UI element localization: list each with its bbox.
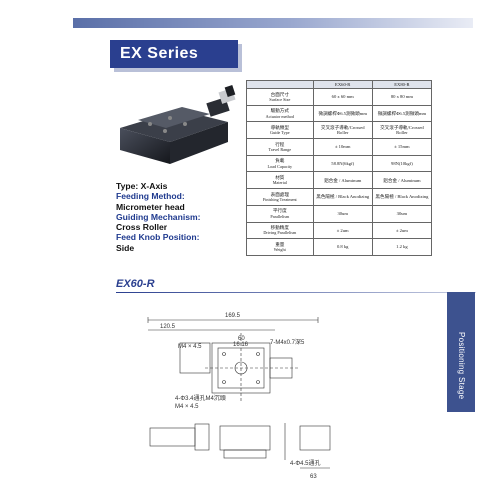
product-summary: Type: X-Axis Feeding Method: Micrometer …	[116, 181, 246, 253]
product-photo	[120, 85, 236, 164]
spec-label-zh: 導軌類型	[270, 125, 289, 131]
spec-value-col1: 鋁合金 / Aluminum	[312, 171, 373, 190]
dim-bottom-b: M4 × 4.5	[175, 404, 199, 410]
spec-label-zh: 負載	[275, 158, 285, 164]
spec-label-en: Driving Parallelism	[263, 230, 297, 236]
guiding-value: Cross Roller	[116, 222, 168, 233]
spec-value-col1: ± 10mm	[312, 138, 373, 156]
dim-left: 120.5	[160, 324, 176, 330]
spec-value-col1: 58.8N(6kgf)	[312, 154, 373, 173]
model-title: EX60-R	[116, 278, 155, 290]
spec-value-col2: ± 2um	[371, 221, 433, 240]
spec-label-en: Guide Type	[270, 130, 290, 136]
spec-label-zh: 表面處理	[270, 191, 289, 197]
section-divider	[116, 292, 476, 293]
spec-value-col2: 黑色陽極 / Black Anodizing	[371, 188, 433, 206]
spec-label-en: Load Capacity	[267, 163, 293, 169]
side-tab	[447, 292, 475, 412]
spec-label-zh: 行程	[275, 141, 285, 147]
spec-value-col2: 交叉滾子導軌/Crossed Roller	[371, 121, 433, 140]
dim-holes-a: M4 × 4.5	[178, 344, 202, 350]
spec-label-zh: 驅動方式	[270, 108, 289, 114]
spec-label-en: Weight	[273, 247, 286, 253]
knob-value: Side	[116, 242, 135, 253]
knob-label: Feed Knob Position:	[116, 232, 200, 243]
spec-value-col2: 鋁合金 / Aluminum	[371, 171, 433, 190]
spec-label-zh: 材質	[275, 175, 285, 181]
spec-value-col1: 黑色陽極 / Black Anodizing	[312, 188, 373, 206]
dim-base-b: 63	[310, 474, 317, 480]
technical-drawing: 169.5 120.5 60 16 16 M4 × 4.5 7-M4x0.7深5…	[147, 313, 331, 480]
spec-header-blank	[246, 80, 314, 89]
top-decorative-bar	[73, 18, 473, 28]
spec-label-en: Parallelism	[270, 213, 290, 219]
type-line: Type: X-Axis	[116, 181, 168, 191]
spec-value-col1: 0.8 kg	[312, 238, 373, 256]
dim-bottom-a: 4-Φ3.4通孔M4沉頭	[175, 394, 226, 402]
side-tab-label: Positioning Stage	[457, 332, 466, 400]
dim-holes-b: 7-M4x0.7深5	[270, 338, 305, 346]
series-title: EX Series	[110, 40, 238, 68]
guiding-label: Guiding Mechanism:	[116, 211, 201, 222]
spec-value-col1: 微調螺桿Φ6.5測微頭mm	[312, 104, 373, 123]
spec-value-col1: 60 x 60 mm	[312, 88, 373, 106]
feeding-label: Feeding Method:	[116, 191, 185, 202]
spec-header-col1: EX60-R	[312, 80, 373, 89]
spec-label-en: Surface Size	[269, 96, 291, 102]
spec-label-zh: 移動精度	[270, 225, 289, 231]
spec-value-col2: ± 15mm	[371, 138, 433, 156]
spec-label-en: Finishing Treatment	[262, 196, 297, 202]
spec-label-en: Actuator method	[265, 113, 294, 119]
dim-base-a: 4-Φ4.5通孔	[290, 459, 320, 467]
spec-value-col2: 1.2 kg	[371, 238, 433, 256]
spec-value-col2: 30um	[371, 204, 433, 223]
feeding-value: Micrometer head	[116, 201, 185, 212]
dim-top: 60	[238, 336, 245, 342]
spec-label-zh: 台面尺寸	[270, 91, 289, 97]
spec-label-en: Travel Range	[268, 146, 292, 152]
dim-overall: 169.5	[225, 313, 241, 319]
spec-label-zh: 重量	[275, 241, 285, 247]
spec-value-col2: 80 x 80 mm	[371, 88, 433, 106]
spec-header-col2: EX80-R	[371, 80, 433, 89]
dim-inner: 16 16	[233, 342, 249, 348]
spec-value-col2: 微調螺桿Φ6.5測微頭mm	[371, 104, 433, 123]
spec-value-col1: 30um	[312, 204, 373, 223]
spec-value-col2: 98N(10kgf)	[371, 154, 433, 173]
spec-label-en: Material	[272, 180, 287, 186]
spec-value-col1: ± 2um	[312, 221, 373, 240]
spec-label-zh: 平行度	[272, 208, 287, 214]
spec-value-col1: 交叉滾子導軌/Crossed Roller	[312, 121, 373, 140]
